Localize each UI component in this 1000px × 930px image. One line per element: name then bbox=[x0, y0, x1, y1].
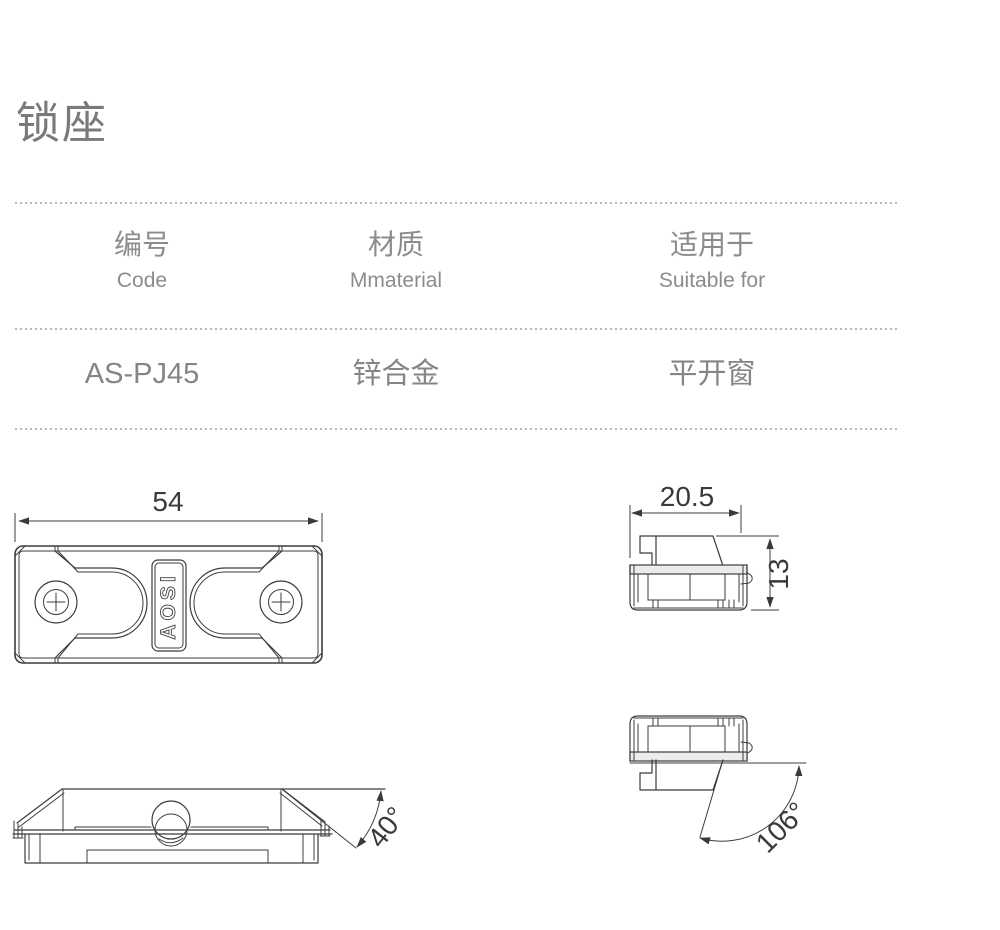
header-code-en: Code bbox=[116, 269, 168, 292]
header-code-zh: 编号 bbox=[113, 229, 170, 260]
drawing-open-angle-view: 106° bbox=[629, 715, 813, 859]
dim-13-label: 13 bbox=[763, 558, 794, 589]
header-suitable-en: Suitable for bbox=[658, 269, 766, 292]
drawing-top-view: 54 bbox=[14, 486, 323, 664]
drawing-front-view: 40° bbox=[12, 788, 412, 864]
divider-bottom bbox=[15, 428, 898, 430]
screw-hole-left bbox=[34, 580, 78, 624]
divider-top bbox=[15, 202, 898, 204]
header-material: 材质 Mmaterial bbox=[269, 229, 523, 293]
top-view-body bbox=[14, 545, 323, 664]
dim-54-label: 54 bbox=[152, 486, 183, 517]
header-suitable: 适用于 Suitable for bbox=[523, 229, 901, 293]
drawing-side-view: 20.5 13 bbox=[629, 481, 794, 611]
divider-middle bbox=[15, 328, 898, 330]
header-suitable-zh: 适用于 bbox=[669, 229, 754, 260]
brand-badge: AOSI bbox=[151, 559, 187, 652]
latch-hook bbox=[740, 572, 753, 585]
value-material: 锌合金 bbox=[352, 358, 440, 390]
dim-20-5-label: 20.5 bbox=[660, 481, 715, 512]
dim-40deg-label: 40° bbox=[361, 801, 411, 853]
screw-hole-right bbox=[259, 580, 303, 624]
header-material-zh: 材质 bbox=[367, 229, 424, 260]
spec-table-header: 编号 Code 材质 Mmaterial 适用于 Suitable for bbox=[15, 229, 901, 293]
page-title: 锁座 bbox=[16, 99, 108, 148]
dim-106deg-label: 106° bbox=[750, 796, 813, 859]
header-material-en: Mmaterial bbox=[349, 269, 443, 292]
value-suitable: 平开窗 bbox=[668, 358, 756, 390]
spec-table-row: AS-PJ45 锌合金 平开窗 bbox=[15, 358, 901, 390]
cylinder-boss bbox=[151, 800, 191, 847]
header-code: 编号 Code bbox=[15, 229, 269, 293]
brand-text: AOSI bbox=[157, 572, 180, 639]
value-code: AS-PJ45 bbox=[84, 358, 200, 390]
